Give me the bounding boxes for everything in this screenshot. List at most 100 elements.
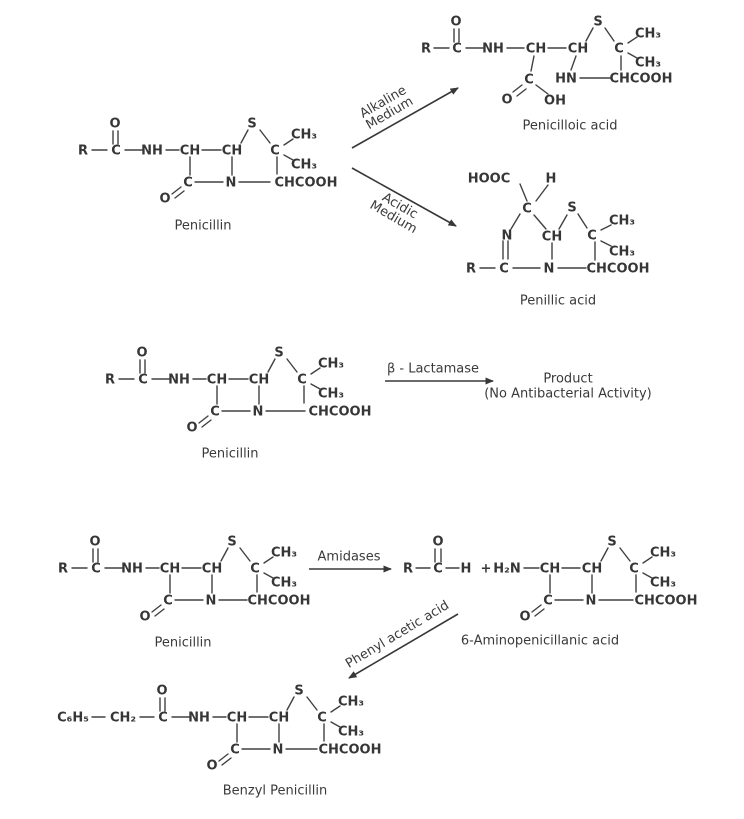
atom-label: CH xyxy=(269,711,289,726)
atom-label: CH₃ xyxy=(635,27,661,42)
bond xyxy=(154,608,165,617)
atom-label: O xyxy=(109,117,120,132)
bond xyxy=(530,55,535,72)
atom-label: CH xyxy=(160,562,180,577)
atom-label: C xyxy=(91,562,101,577)
atom-label: CH xyxy=(540,562,560,577)
bond xyxy=(535,184,549,202)
atom-label: C xyxy=(183,176,193,191)
beta-lactamase-arrow: β - Lactamase xyxy=(385,362,494,385)
atom-label: CH₃ xyxy=(635,56,661,71)
atom-label: H xyxy=(461,562,472,577)
bond xyxy=(512,84,523,93)
acidic-medium-arrow: AcidicMedium xyxy=(351,167,457,237)
atom-label: S xyxy=(227,535,236,550)
atom-label: H xyxy=(546,172,557,187)
atom-label: CH xyxy=(582,562,602,577)
bond xyxy=(585,27,594,42)
atom-label: C xyxy=(138,373,148,388)
atom-label: CH₂ xyxy=(110,711,136,726)
product-name: Product xyxy=(543,372,592,387)
atom-label: C xyxy=(111,144,121,159)
bond xyxy=(239,547,251,562)
atom-label: N xyxy=(586,594,597,609)
atom-label: CHCOOH xyxy=(610,72,673,87)
atom-label: C xyxy=(210,405,220,420)
bond xyxy=(533,214,547,230)
bond xyxy=(221,757,232,766)
atom-label: C xyxy=(543,594,553,609)
bond xyxy=(263,556,274,564)
atom-label: C xyxy=(250,562,260,577)
atom-label: O xyxy=(159,192,170,207)
caption-penicilloic-acid: Penicilloic acid xyxy=(522,119,617,134)
bond xyxy=(286,358,298,373)
atom-label: CH₃ xyxy=(650,576,676,591)
atom-label: O xyxy=(450,15,461,30)
atom-label: C xyxy=(522,202,532,217)
bond xyxy=(263,572,274,579)
atom-label: NH xyxy=(482,42,504,57)
atom-label: CHCOOH xyxy=(248,594,311,609)
atom-label: HOOC xyxy=(468,172,511,187)
alkaline-medium-arrow-line xyxy=(351,87,459,149)
atom-label: CH₃ xyxy=(650,546,676,561)
atom-label: CH xyxy=(227,711,247,726)
atom-label: N xyxy=(544,262,555,277)
atom-label: C xyxy=(317,711,327,726)
bond xyxy=(627,36,638,44)
atom-label: O xyxy=(136,346,147,361)
atom-label: CH xyxy=(249,373,269,388)
atom-label: C xyxy=(452,42,462,57)
phenyl-acetic-acid-arrow-label: Phenyl acetic acid xyxy=(343,598,452,672)
bond xyxy=(310,367,321,375)
bond xyxy=(535,84,549,95)
bond xyxy=(240,129,249,144)
amidases-arrow-label: Amidases xyxy=(318,550,381,565)
atom-label: CH₃ xyxy=(338,725,364,740)
bond xyxy=(259,129,271,144)
atom-label: C xyxy=(499,262,509,277)
caption-penillic-acid: Penillic acid xyxy=(520,294,596,309)
caption-benzyl-penicillin: Benzyl Penicillin xyxy=(223,784,327,799)
caption-penicillin-middle: Penicillin xyxy=(201,447,258,462)
atom-label: + xyxy=(481,562,492,577)
atom-label: C xyxy=(614,42,624,57)
bond xyxy=(516,88,527,97)
bond xyxy=(519,183,528,202)
amidases-arrow: Amidases xyxy=(309,550,392,573)
atom-label: CHCOOH xyxy=(275,176,338,191)
atom-label: CH₃ xyxy=(291,128,317,143)
atom-label: C xyxy=(230,743,240,758)
atom-label: C xyxy=(270,144,280,159)
atom-label: OH xyxy=(544,94,566,109)
atom-label: R xyxy=(466,262,476,277)
bond xyxy=(171,186,182,195)
bond xyxy=(600,240,612,247)
atom-label: R xyxy=(78,144,88,159)
atom-label: S xyxy=(247,117,256,132)
beta-lactamase-arrow-label: β - Lactamase xyxy=(387,362,479,377)
atom-label: C xyxy=(158,711,168,726)
atom-label: S xyxy=(593,15,602,30)
atom-label: N xyxy=(502,229,513,244)
atom-label: CH xyxy=(526,42,546,57)
bond xyxy=(627,52,638,59)
caption-six-aminopenicillanic-acid: 6-Aminopenicillanic acid xyxy=(461,634,619,649)
atom-label: HN xyxy=(555,72,577,87)
bond xyxy=(283,154,294,161)
atom-label: NH xyxy=(188,711,210,726)
bond xyxy=(267,358,276,373)
acidic-medium-arrow-line xyxy=(351,167,457,227)
atom-label: CH₃ xyxy=(609,245,635,260)
bond xyxy=(306,696,318,711)
bond xyxy=(286,696,295,711)
atom-label: S xyxy=(567,201,576,216)
atom-label: CH₃ xyxy=(271,576,297,591)
